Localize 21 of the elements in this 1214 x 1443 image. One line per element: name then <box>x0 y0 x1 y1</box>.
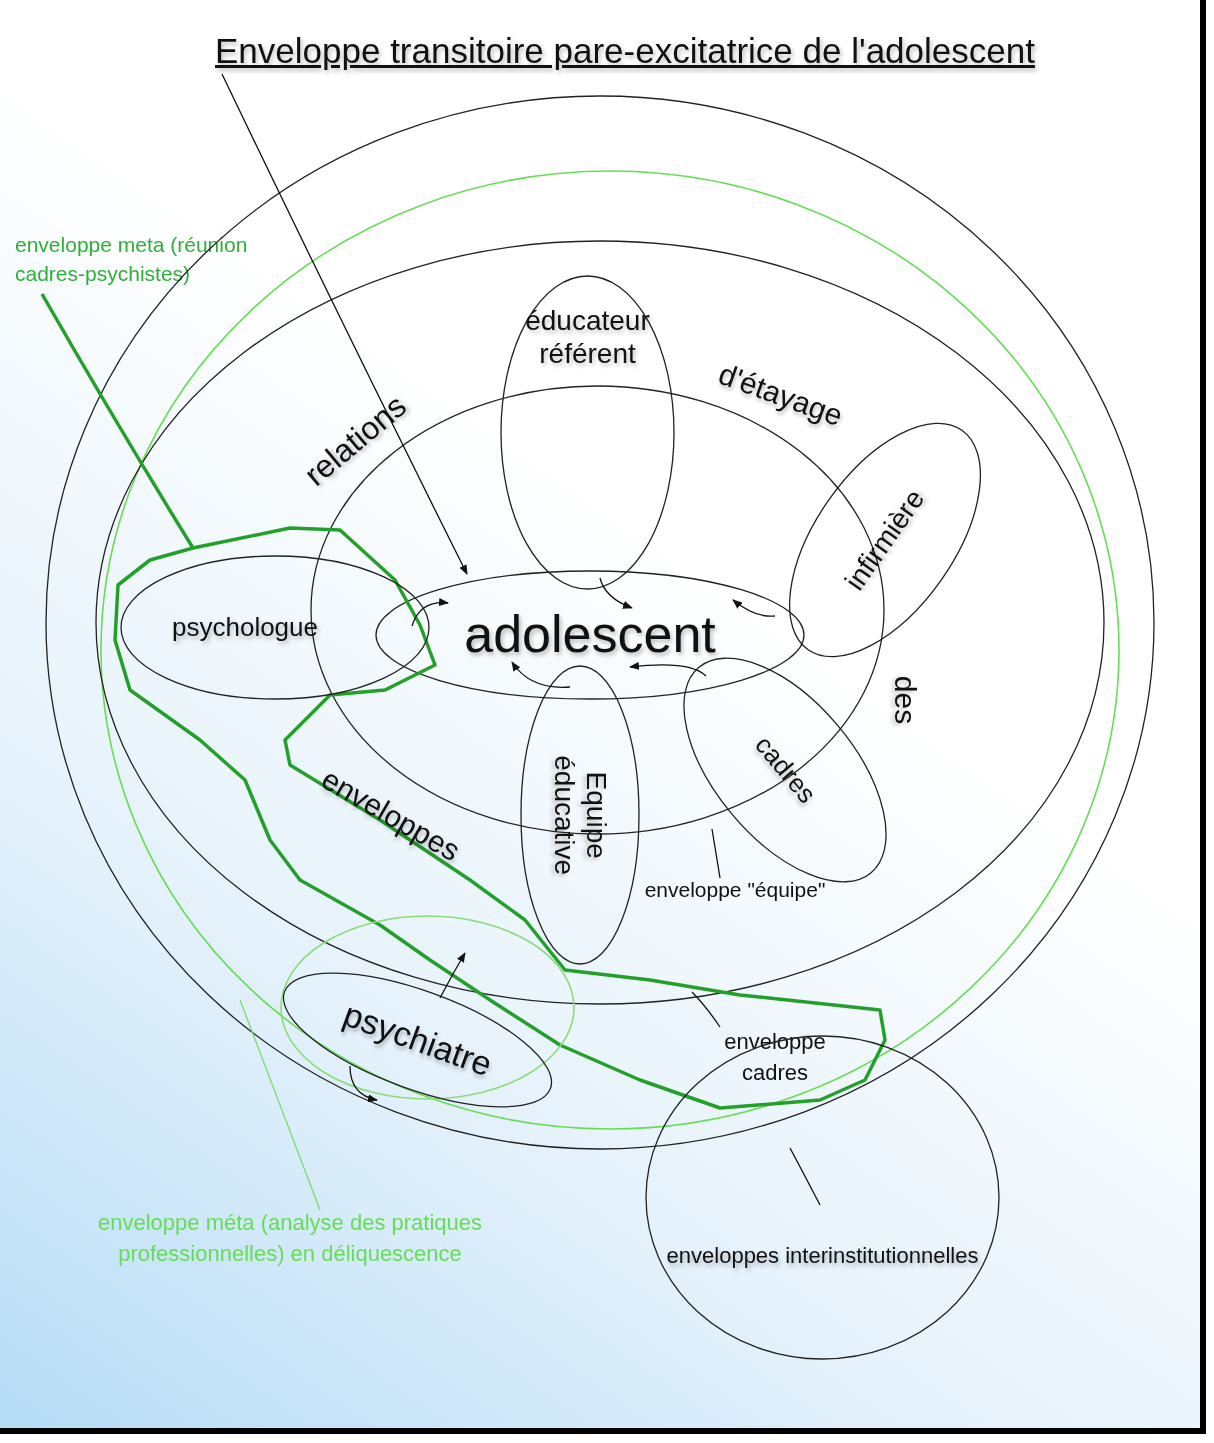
arrow <box>221 73 468 575</box>
node-label: éducateur référent <box>524 305 651 370</box>
annotation-text: enveloppe "équipe" <box>640 875 830 937</box>
node-label: Equipe éducative <box>548 755 613 875</box>
leader-line <box>40 293 195 549</box>
annotation-text: Enveloppe transitoire pare-excitatrice de l'adolescent <box>215 26 1190 74</box>
arrow <box>439 952 466 999</box>
arrow <box>629 662 707 677</box>
annotation-text: enveloppe méta (analyse des pratiques professionnelles) en déliquescence <box>20 1208 560 1308</box>
node-label: adolescent <box>464 605 716 665</box>
leader-line <box>239 999 321 1211</box>
curved-label-word: des <box>888 675 923 725</box>
arrow <box>411 598 449 627</box>
node-label: enveloppes interinstitutionnelles <box>666 1242 979 1269</box>
leader-line <box>691 991 721 1028</box>
arrow <box>511 661 571 688</box>
leader-line <box>789 1147 821 1206</box>
arrow <box>599 577 633 609</box>
arrow <box>349 1065 378 1102</box>
arrow <box>732 599 776 617</box>
leader-line <box>711 828 721 879</box>
